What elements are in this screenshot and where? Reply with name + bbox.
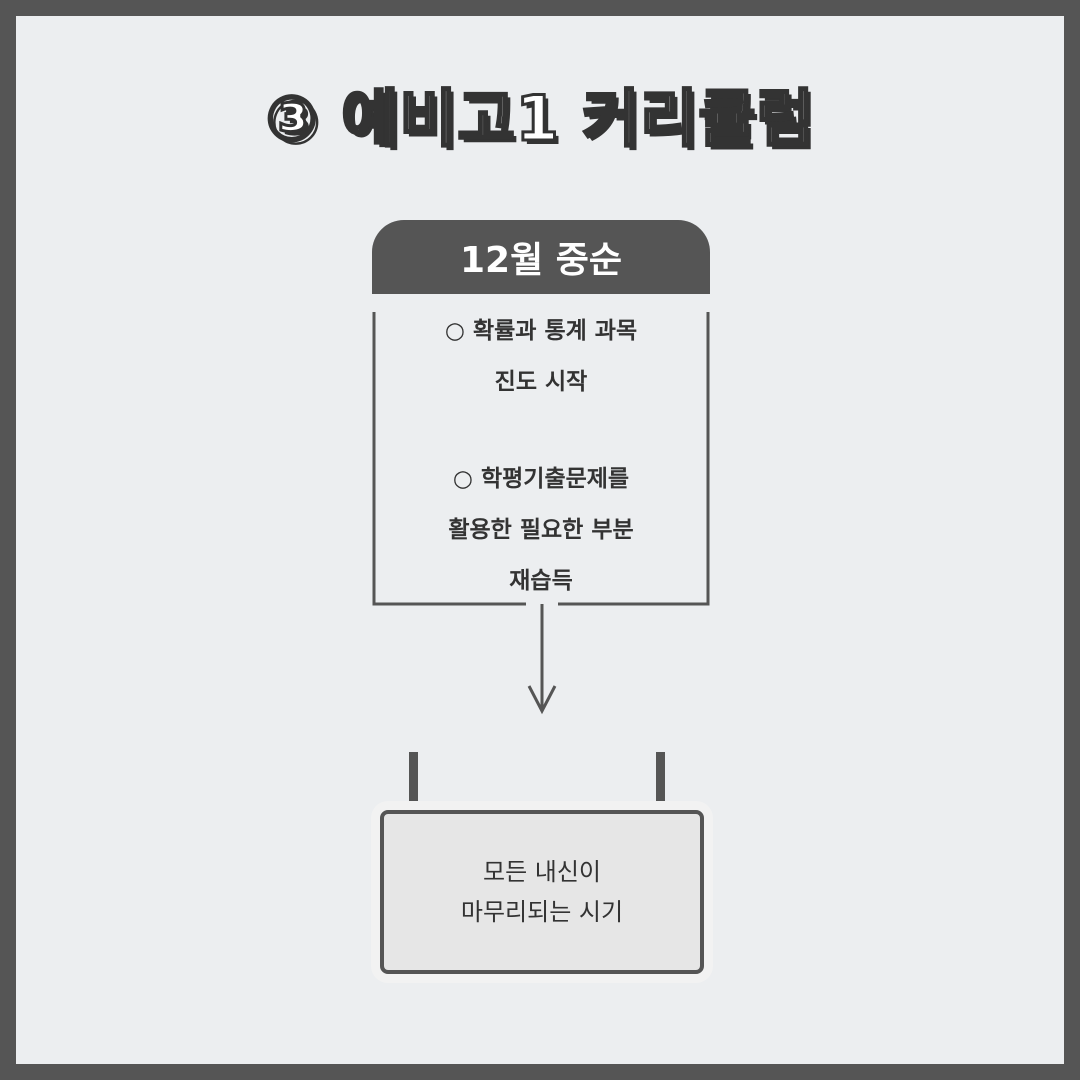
period-content: ○ 확률과 통계 과목 진도 시작 ○ 학평기출문제를 활용한 필요한 부분 재…	[392, 306, 690, 607]
period-label: 12월 중순	[460, 240, 622, 281]
sign-hanger-right	[656, 752, 665, 804]
result-line: 모든 내신이	[482, 858, 602, 886]
item-line: 진도 시작	[494, 369, 588, 395]
result-line: 마무리되는 시기	[460, 898, 624, 926]
period-header: 12월 중순	[372, 220, 710, 294]
item-line: 활용한 필요한 부분	[448, 517, 634, 543]
sign-hanger-left	[409, 752, 418, 804]
item-line: ○ 학평기출문제를	[452, 466, 630, 492]
result-sign: 모든 내신이 마무리되는 시기	[380, 810, 704, 974]
item-line: 재습득	[509, 568, 573, 594]
list-item: ○ 확률과 통계 과목 진도 시작	[392, 306, 690, 408]
arrow-head-icon	[527, 685, 557, 715]
list-item: ○ 학평기출문제를 활용한 필요한 부분 재습득	[392, 454, 690, 607]
page-title: ③ 예비고1 커리큘럼	[264, 81, 815, 157]
canvas: ③ 예비고1 커리큘럼 12월 중순 ○ 확률과 통계 과목 진도 시작 ○ 학…	[16, 16, 1064, 1064]
item-line: ○ 확률과 통계 과목	[444, 318, 638, 344]
